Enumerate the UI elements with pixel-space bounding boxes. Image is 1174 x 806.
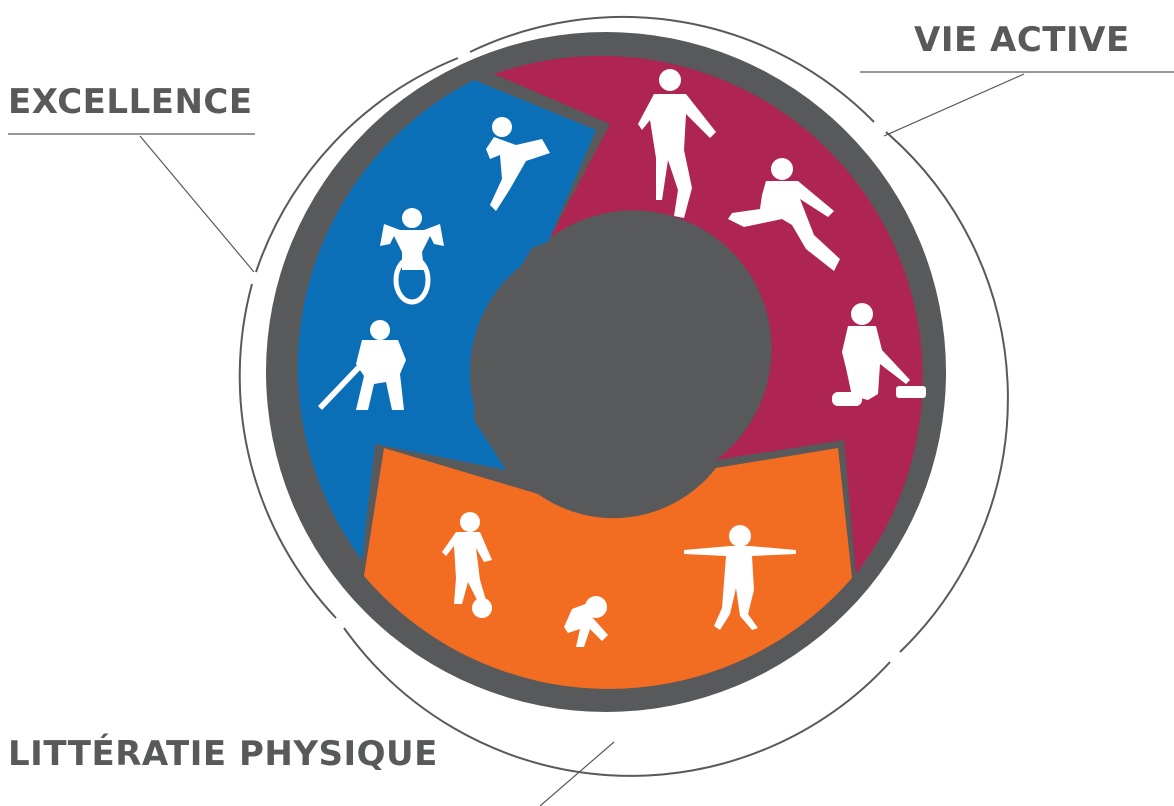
vie-active-segment [494,55,923,574]
center-hub [470,236,742,508]
jumper-icon [728,158,840,271]
diver-icon [486,117,550,211]
outer-thin-ring [238,15,1009,777]
curler-icon [832,303,926,406]
hockey-player-icon [318,320,406,410]
excellence-label: EXCELLENCE [8,82,253,122]
child-balancing-icon [684,525,796,630]
crawling-child-icon [564,596,608,647]
excellence-leader-line [139,135,255,273]
litteratie-physique-label: LITTÉRATIE PHYSIQUE [8,734,438,774]
vie-active-leader-line [883,73,1025,137]
litteratie-leader-line [539,741,615,806]
child-soccer-icon [442,512,492,618]
excellence-segment [297,80,596,560]
runner-icon [638,69,716,218]
litteratie-physique-segment [364,448,852,689]
vie-active-label: VIE ACTIVE [914,20,1130,60]
callout-lines [8,71,1174,806]
wheelchair-athlete-icon [380,208,444,305]
